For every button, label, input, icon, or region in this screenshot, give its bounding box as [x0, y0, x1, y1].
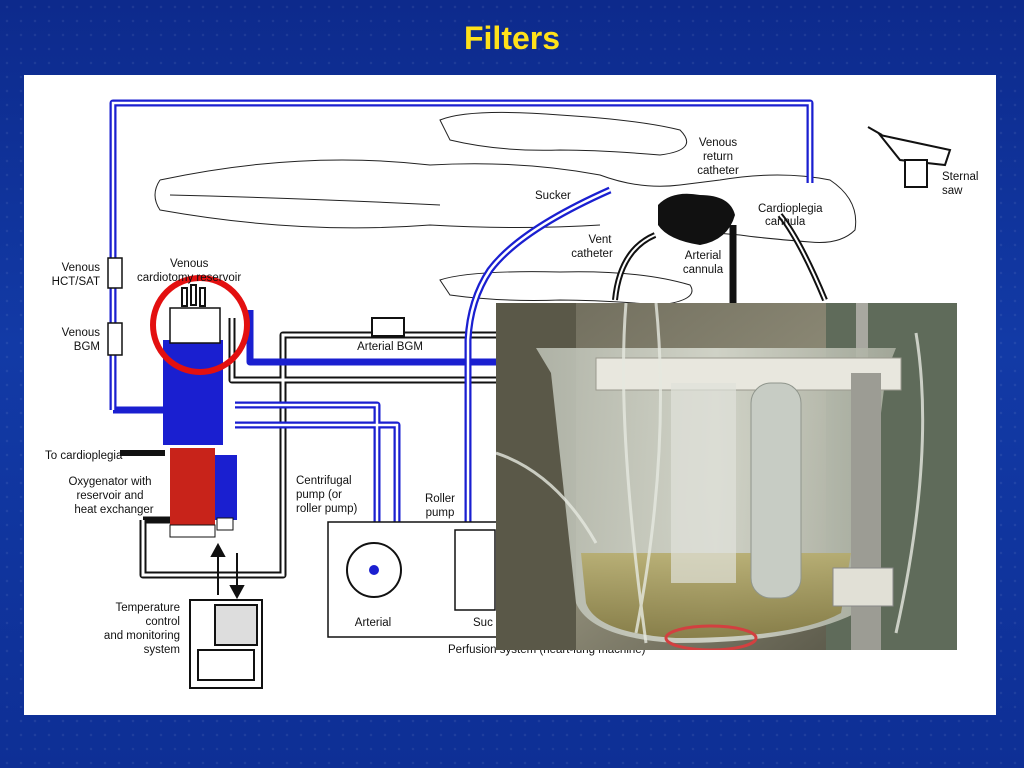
svg-text:control: control — [145, 616, 180, 628]
arterial-bgm-sensor — [371, 317, 405, 337]
svg-text:reservoir and: reservoir and — [76, 490, 143, 502]
label-venous-hct: Venous — [62, 262, 101, 274]
heart-icon — [658, 193, 735, 245]
label-arterial-bgm: Arterial BGM — [357, 341, 423, 353]
highlight-circle — [150, 275, 250, 375]
reservoir-filter-photo — [496, 303, 957, 650]
svg-text:BGM: BGM — [74, 341, 100, 353]
label-cardioplegia-cannula: Cardioplegia — [758, 203, 823, 215]
perfusion-diagram: Venous return catheter Sternal saw Sucke… — [45, 99, 978, 689]
label-temperature-control: Temperature — [115, 602, 180, 614]
label-sucker-pump: Suc — [473, 617, 493, 629]
venous-reservoir — [163, 340, 223, 445]
svg-text:cardiotomy reservoir: cardiotomy reservoir — [137, 272, 241, 284]
label-venous-bgm: Venous — [62, 327, 101, 339]
svg-text:cannula: cannula — [765, 216, 806, 228]
slide-title: Filters — [463, 20, 561, 56]
svg-text:and monitoring: and monitoring — [104, 630, 180, 642]
svg-text:catheter: catheter — [697, 165, 739, 177]
svg-text:system: system — [144, 644, 180, 656]
roller-pump — [454, 529, 496, 611]
label-oxygenator: Oxygenator with — [68, 476, 151, 488]
svg-text:pump (or: pump (or — [296, 489, 342, 501]
temperature-control-unit — [189, 599, 263, 689]
label-roller-pump: Roller — [425, 493, 455, 505]
heat-exchange-arrows — [210, 542, 245, 600]
svg-text:HCT/SAT: HCT/SAT — [52, 276, 100, 288]
reservoir-ports — [181, 284, 206, 307]
svg-text:return: return — [703, 151, 733, 163]
label-arterial-pump: Arterial — [355, 617, 391, 629]
svg-text:saw: saw — [942, 185, 963, 197]
label-vent-catheter: Vent — [588, 234, 612, 246]
label-centrifugal-pump: Centrifugal — [296, 475, 352, 487]
label-to-cardioplegia: To cardioplegia — [45, 450, 123, 462]
label-arterial-cannula: Arterial — [685, 250, 721, 262]
oxygenator — [170, 448, 215, 528]
svg-text:heat exchanger: heat exchanger — [74, 504, 153, 516]
svg-text:catheter: catheter — [571, 248, 613, 260]
patient-outline — [154, 111, 857, 306]
label-venous-reservoir: Venous — [170, 258, 209, 270]
sensor-brackets — [107, 257, 123, 356]
label-sucker: Sucker — [535, 190, 571, 202]
svg-text:cannula: cannula — [683, 264, 724, 276]
svg-text:roller pump): roller pump) — [296, 503, 358, 515]
label-venous-return: Venous — [699, 137, 738, 149]
sternal-saw-icon — [867, 126, 952, 188]
label-sternal-saw: Sternal — [942, 171, 978, 183]
svg-text:pump: pump — [426, 507, 455, 519]
